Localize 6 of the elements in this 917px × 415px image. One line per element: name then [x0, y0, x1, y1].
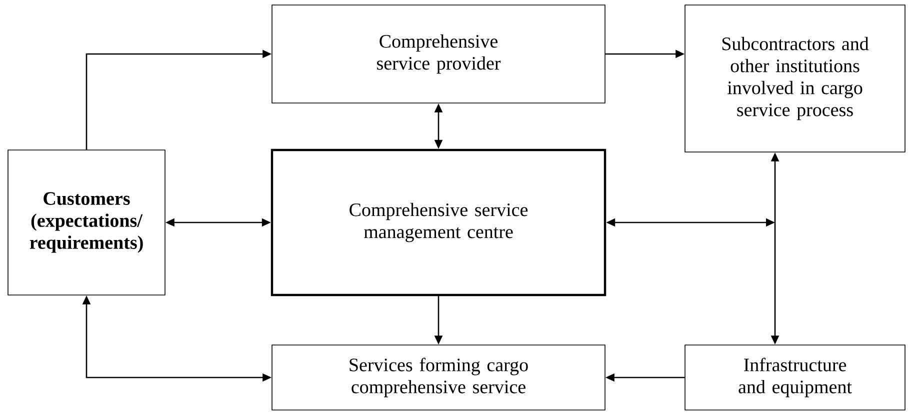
box: Comprehensive service provider: [272, 4, 606, 104]
box: Services forming cargo comprehensive service: [272, 344, 606, 410]
box: Infrastructure and equipment: [684, 344, 906, 410]
box: Comprehensive service management centre: [270, 148, 606, 296]
box: Customers (expectations/ requirements): [8, 150, 166, 296]
box: Subcontractors and other institutions involved in cargo service process: [684, 4, 906, 152]
